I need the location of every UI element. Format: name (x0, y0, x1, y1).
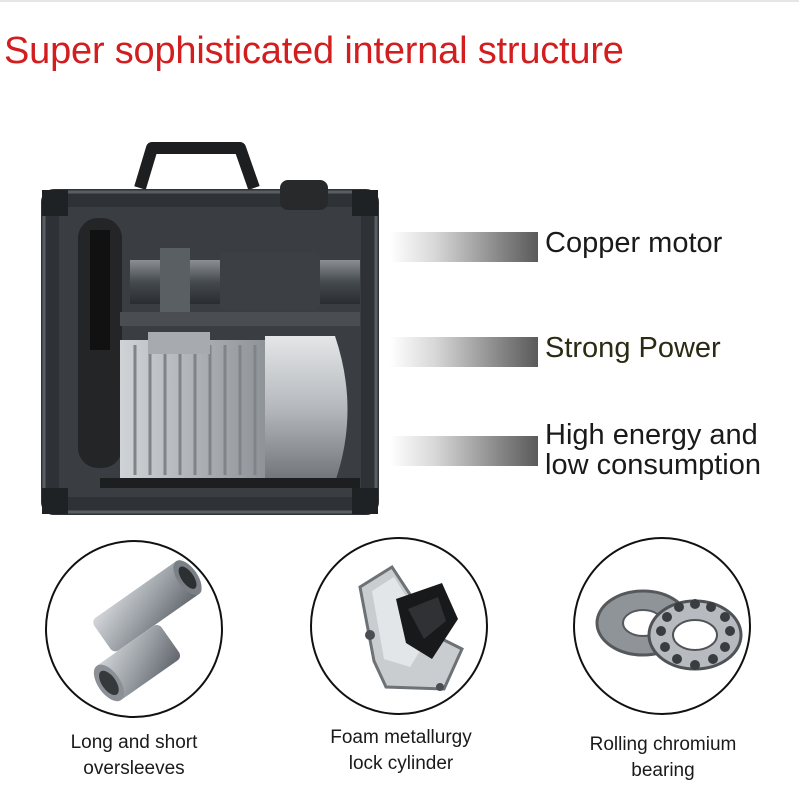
caption-line1: Rolling chromium (589, 734, 737, 755)
component-caption-bearing: Rolling chromium bearing (548, 732, 778, 784)
caption-line2: lock cylinder (348, 753, 454, 774)
caption-line2: oversleeves (83, 758, 185, 779)
machine-image (40, 140, 380, 515)
caption-line1: Long and short (70, 732, 198, 753)
top-divider (0, 0, 799, 2)
feature-label-line2: low consumption (545, 449, 761, 481)
lock-cylinder-icon (358, 564, 464, 691)
feature-gradient-bar (390, 337, 538, 367)
component-caption-sleeves: Long and short oversleeves (19, 730, 249, 782)
feature-label: Copper motor (545, 227, 723, 259)
caption-line2: bearing (631, 760, 695, 781)
component-circle-sleeves (45, 540, 223, 718)
thrust-bearing-icon (595, 589, 743, 671)
sleeve-tubes-icon (93, 560, 202, 702)
feature-label-line1: High energy and (545, 419, 758, 451)
page-title: Super sophisticated internal structure (4, 30, 624, 72)
feature-gradient-bar (390, 436, 538, 466)
feature-label: Strong Power (545, 332, 721, 364)
feature-gradient-bar (390, 232, 538, 262)
component-circle-bearing (573, 537, 751, 715)
caption-line1: Foam metallurgy (330, 727, 472, 748)
component-caption-lock: Foam metallurgy lock cylinder (286, 725, 516, 777)
component-circle-lock (310, 537, 488, 715)
feature-label: High energy and low consumption (545, 420, 761, 480)
